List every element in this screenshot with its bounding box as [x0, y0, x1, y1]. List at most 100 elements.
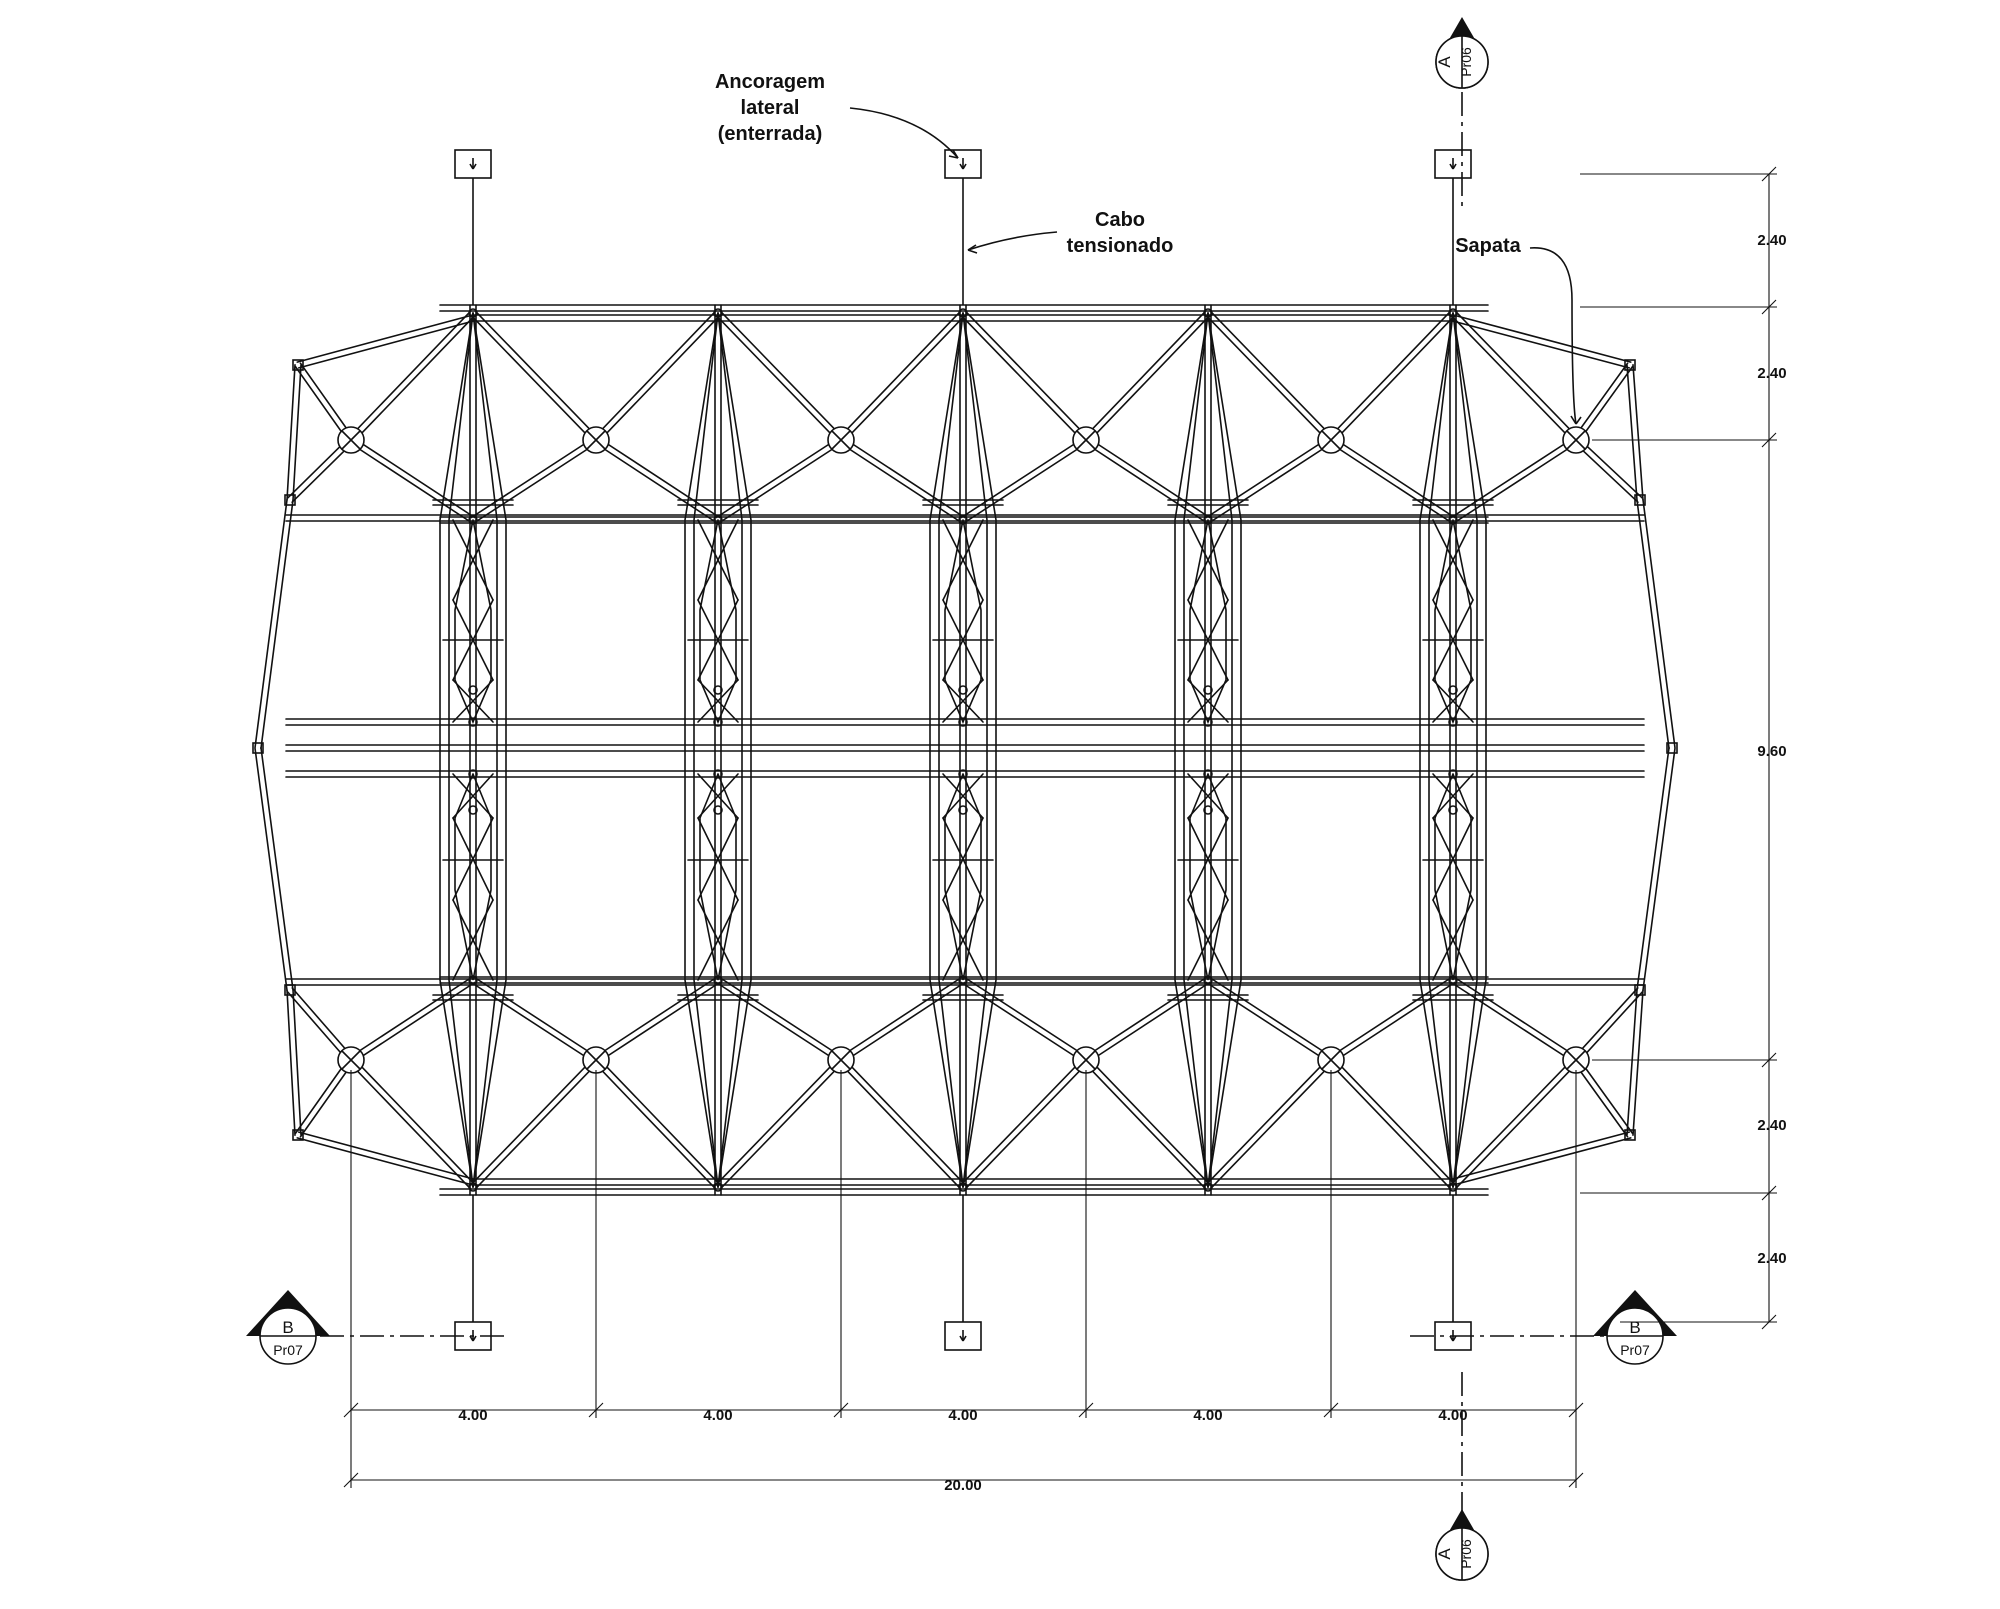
roof-diagonal	[597, 314, 721, 443]
roof-diagonal	[1577, 365, 1634, 443]
roof-diagonal	[963, 441, 1089, 524]
mast-brace	[1432, 817, 1474, 901]
roof-diagonal	[593, 976, 718, 1059]
dimension-tick	[1078, 1402, 1094, 1418]
mast-truss-chord	[1452, 312, 1487, 1188]
mast-inner-lens	[944, 519, 982, 725]
footing-label: Sapata	[1455, 235, 1521, 257]
perimeter-pipe	[254, 498, 288, 749]
mast-truss-chord	[717, 312, 743, 1188]
roof-diagonal	[470, 1057, 595, 1186]
anchor-arrow	[1452, 1335, 1457, 1342]
dimension-tick	[343, 1402, 359, 1418]
mast-brace	[1187, 773, 1229, 819]
perimeter-pipe	[292, 364, 302, 501]
perimeter-pipe	[260, 499, 294, 750]
mast-inner-lens	[1189, 773, 1227, 981]
mast-truss-chord	[962, 312, 997, 1188]
mast-node	[468, 805, 478, 815]
mast-truss-chord	[1419, 312, 1454, 1188]
horizontal-dimension-values: 4.00 4.00 4.00 4.00 4.00 20.00	[458, 1407, 1467, 1494]
mast-truss-chord	[1174, 312, 1209, 1188]
roof-diagonal	[473, 441, 599, 524]
anchor-arrow	[1449, 163, 1454, 170]
roof-diagonal	[841, 981, 966, 1064]
dim-vertical-5: 2.40	[1757, 1250, 1786, 1267]
roof-diagonal	[1572, 987, 1639, 1059]
mast-truss-chord	[1207, 312, 1242, 1188]
roof-diagonal	[352, 314, 476, 443]
roof-diagonal	[596, 436, 721, 519]
roof-diagonal	[838, 1061, 962, 1190]
roof-diagonal	[1208, 976, 1334, 1059]
mast-brace	[1187, 679, 1229, 723]
roof-diagonal	[470, 436, 596, 519]
cable-leader	[967, 244, 977, 251]
footing-hub-cross	[1076, 430, 1096, 450]
roof-diagonal	[348, 441, 473, 524]
perimeter-joint	[252, 742, 264, 754]
mast-brace	[452, 899, 494, 981]
dim-bay-1: 4.00	[458, 1407, 487, 1424]
roof-diagonal	[1328, 976, 1453, 1059]
mast-brace	[697, 679, 739, 723]
roof-diagonal	[1332, 1057, 1456, 1186]
section-b-left-sheet: Pr07	[273, 1342, 303, 1358]
anchor-arrow	[472, 163, 477, 170]
perimeter-pipe	[1642, 747, 1676, 992]
footing-hub-cross	[1566, 1050, 1586, 1070]
roof-diagonal	[596, 981, 721, 1064]
mast-truss-chord	[439, 312, 474, 1188]
mast-truss-chord	[1183, 312, 1209, 1188]
roof-diagonal	[964, 1061, 1089, 1190]
anchor-label-line1: Ancoragem	[715, 71, 825, 93]
roof-diagonal	[715, 981, 841, 1064]
section-b-left-letter: B	[282, 1318, 293, 1337]
mast-node	[958, 685, 968, 695]
anchor-arrow	[1449, 1335, 1454, 1342]
roof-diagonal	[291, 441, 354, 503]
perimeter-pipe	[1642, 498, 1676, 749]
section-a-bottom-letter: A	[1435, 1548, 1454, 1560]
footing-leader	[1575, 416, 1582, 425]
roof-diagonal	[1086, 436, 1211, 519]
roof-diagonal	[593, 310, 717, 439]
roof-diagonal	[348, 1061, 472, 1190]
roof-diagonal	[718, 441, 844, 524]
dim-vertical-2: 2.40	[1757, 365, 1786, 382]
mast-truss-chord	[1428, 312, 1454, 1188]
dim-vertical-3: 9.60	[1757, 743, 1786, 760]
roof-diagonal	[715, 314, 840, 443]
mast-inner-lens	[454, 773, 492, 981]
mast-brace	[942, 817, 984, 901]
mast-brace	[1432, 519, 1474, 601]
mast-node	[468, 717, 478, 727]
mast-node	[1448, 769, 1458, 779]
mast-brace	[942, 899, 984, 981]
roof-diagonal	[1577, 437, 1643, 499]
mast-truss-chord	[1452, 312, 1478, 1188]
roof-diagonal	[593, 1061, 717, 1190]
roof-diagonal	[960, 436, 1086, 519]
section-a-top-marker: A Pr06	[1435, 47, 1474, 77]
anchor-leader	[952, 149, 959, 159]
mast-truss-chord	[472, 312, 507, 1188]
mast-node	[713, 805, 723, 815]
mast-truss-chord	[693, 312, 719, 1188]
footing-hub-cross	[341, 1050, 361, 1070]
perimeter-pipe	[1632, 989, 1644, 1137]
footing-hub-cross	[586, 1050, 606, 1070]
mast-truss-chord	[962, 312, 988, 1188]
mast-truss-chord	[448, 312, 474, 1188]
roof-diagonal	[719, 1061, 844, 1190]
cable-leader	[967, 249, 978, 254]
roof-diagonal	[1205, 436, 1331, 519]
roof-diagonal	[1328, 1061, 1452, 1190]
perimeter-pipe	[292, 989, 302, 1136]
mast-inner-lens	[1434, 773, 1472, 981]
anchor-arrow	[962, 163, 967, 170]
perimeter-pipe	[1451, 320, 1631, 369]
mast-inner-lens	[699, 773, 737, 981]
roof-diagonal	[842, 314, 966, 443]
roof-diagonal	[1083, 1061, 1207, 1190]
